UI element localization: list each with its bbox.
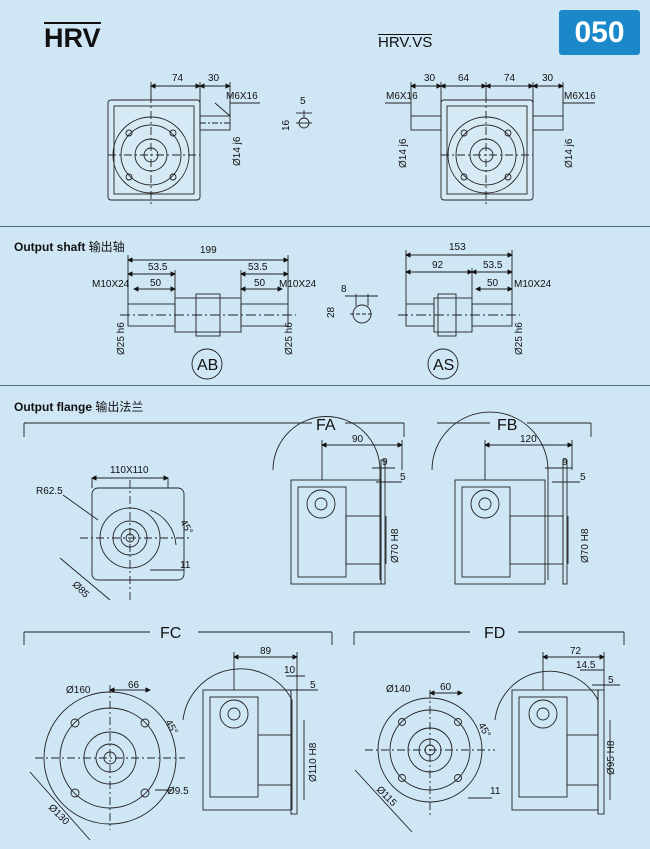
- tr-dim-64: 64: [458, 73, 470, 84]
- output-flange-title: Output flange: [14, 400, 92, 414]
- ab-k1: 50: [150, 278, 162, 289]
- fa-side-view: [272, 416, 403, 585]
- fd-d2: 14.5: [576, 660, 596, 671]
- fc-hole: Ø9.5: [167, 786, 189, 797]
- ab-total: 199: [200, 245, 217, 256]
- flange-angle: 45°: [177, 518, 194, 537]
- tr-shaft-right: Ø14 j6: [564, 138, 575, 168]
- section-divider-top: [0, 226, 650, 227]
- fc-label: FC: [160, 625, 181, 642]
- fc-d1: 89: [260, 646, 272, 657]
- fb-d3: 5: [580, 472, 586, 483]
- ab-k2: 50: [254, 278, 266, 289]
- output-flange-heading: Output flange 输出法兰: [14, 398, 143, 415]
- key-width: 8: [341, 284, 347, 295]
- fa-d2: 9: [382, 457, 388, 468]
- output-shaft-heading: Output shaft 输出轴: [14, 238, 125, 255]
- flange-front-view: [59, 475, 190, 601]
- fc-od: Ø160: [66, 685, 91, 696]
- tl-dim-74: 74: [172, 73, 184, 84]
- fb-d1: 120: [520, 434, 537, 445]
- fd-d1: 72: [570, 646, 582, 657]
- flange-hole: 11: [180, 560, 191, 571]
- tr-dim-74: 74: [504, 73, 516, 84]
- tl-dim-30: 30: [208, 73, 220, 84]
- fa-d1: 90: [352, 434, 364, 445]
- fc-spigot: Ø110 H8: [308, 742, 319, 782]
- as-label: AS: [433, 357, 454, 374]
- ab-dia-left: Ø25 h6: [116, 322, 127, 355]
- output-shaft-title: Output shaft: [14, 240, 86, 254]
- flange-radius: R62.5: [36, 486, 63, 497]
- fa-fb-bracket: [23, 422, 625, 645]
- fd-side-view: [494, 652, 620, 815]
- tr-dim-30a: 30: [424, 73, 436, 84]
- tl-thread: M6X16: [226, 91, 258, 102]
- ab-thread-left: M10X24: [92, 279, 130, 290]
- as-k: 50: [487, 278, 499, 289]
- ab-l2: 53.5: [248, 262, 268, 273]
- fc-d2: 10: [284, 665, 296, 676]
- as-l1: 92: [432, 260, 444, 271]
- section-divider-middle: [0, 385, 650, 386]
- fd-angle: 45°: [475, 721, 492, 740]
- as-thread: M10X24: [514, 279, 552, 290]
- fa-label: FA: [316, 417, 336, 434]
- fd-front-view: [354, 690, 495, 833]
- fd-d3: 5: [608, 675, 614, 686]
- fc-pcd: Ø130: [46, 802, 71, 827]
- ab-dia-right: Ø25 h6: [284, 322, 295, 355]
- fb-side-view: [431, 411, 580, 585]
- tr-thread-left: M6X16: [386, 91, 418, 102]
- flange-pcd: Ø85: [70, 579, 91, 600]
- tl-shaft-dia: Ø14 j6: [232, 136, 243, 166]
- tl-key-5: 5: [300, 96, 306, 107]
- tr-dim-30b: 30: [542, 73, 554, 84]
- fd-spigot: Ø95 H8: [606, 740, 617, 775]
- shaft-ab: [120, 255, 296, 380]
- tr-shaft-left: Ø14 j6: [398, 138, 409, 168]
- tr-thread-right: M6X16: [564, 91, 596, 102]
- output-flange-title-cn: 输出法兰: [95, 400, 144, 414]
- flange-square: 110X110: [110, 465, 149, 476]
- fb-label: FB: [497, 417, 517, 434]
- fd-offset: 60: [440, 682, 452, 693]
- fd-label: FD: [484, 625, 505, 642]
- as-dia: Ø25 h6: [514, 322, 525, 355]
- fb-d2: 9: [562, 457, 568, 468]
- ab-thread-right: M10X24: [279, 279, 317, 290]
- key-height: 28: [326, 306, 337, 318]
- ab-l1: 53.5: [148, 262, 168, 273]
- fc-d3: 5: [310, 680, 316, 691]
- variant-title: HRV.VS: [378, 34, 433, 51]
- fc-front-view: [29, 685, 185, 841]
- as-total: 153: [449, 242, 466, 253]
- fb-spigot: Ø70 H8: [580, 528, 591, 563]
- size-badge: 050: [559, 10, 640, 55]
- model-title: HRV: [44, 22, 101, 53]
- gearbox-top-right: [385, 82, 595, 205]
- shaft-key-section: [345, 294, 378, 324]
- as-l2: 53.5: [483, 260, 503, 271]
- shaft-as: [398, 250, 520, 380]
- output-shaft-title-cn: 输出轴: [88, 240, 125, 254]
- gearbox-top-left: [107, 82, 312, 205]
- fc-offset: 66: [128, 680, 140, 691]
- fa-d3: 5: [400, 472, 406, 483]
- tl-key-16: 16: [281, 119, 292, 131]
- ab-label: AB: [197, 357, 218, 374]
- fa-spigot: Ø70 H8: [390, 528, 401, 563]
- fd-hole: 11: [490, 786, 501, 797]
- fc-side-view: [182, 652, 318, 815]
- fd-od: Ø140: [386, 684, 411, 695]
